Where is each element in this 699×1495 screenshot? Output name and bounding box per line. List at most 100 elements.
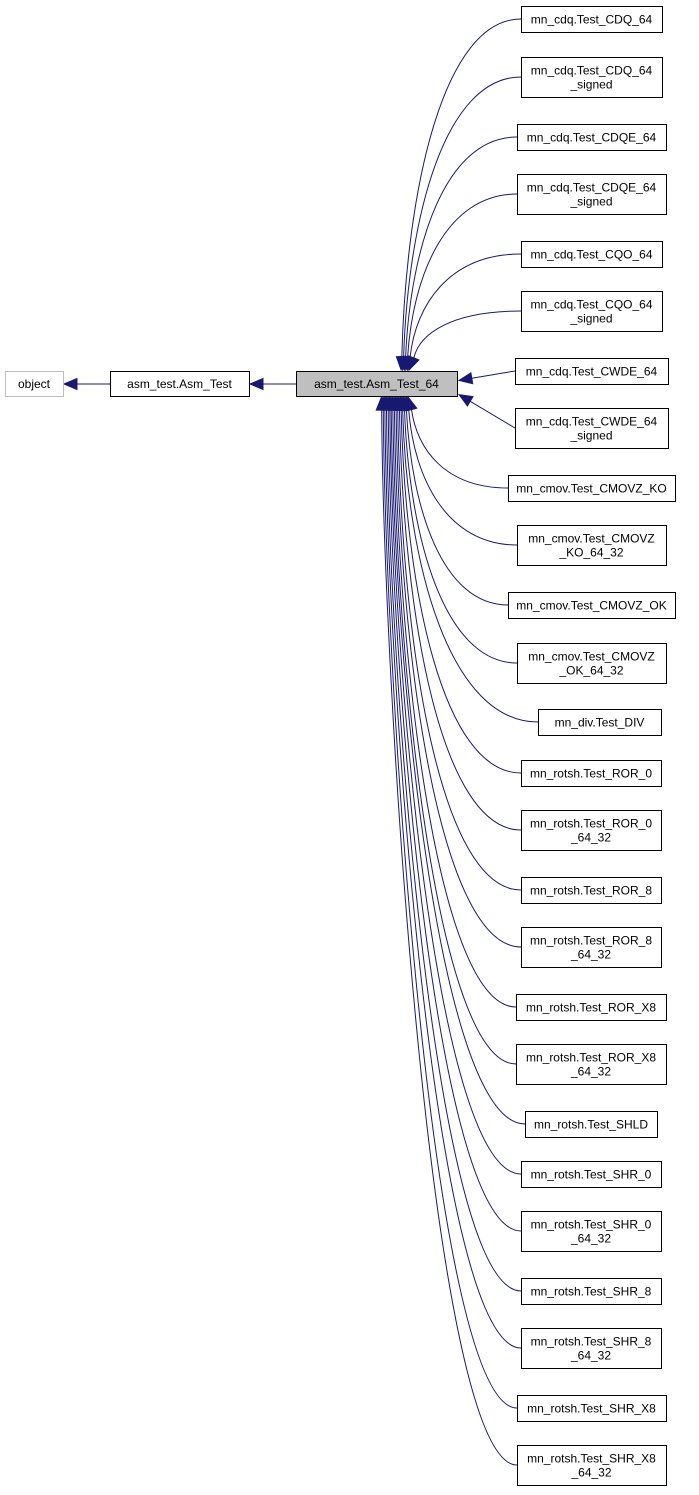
class-box <box>508 592 676 619</box>
class-node-cqo-64-signed[interactable]: mn_cdq.Test_CQO_64_signed <box>521 291 663 332</box>
class-node-object[interactable]: object <box>5 371 64 397</box>
edge-cmovz-ko-64-32 <box>408 409 518 546</box>
class-node-ror-0[interactable]: mn_rotsh.Test_ROR_0 <box>521 760 662 787</box>
class-box <box>517 525 667 566</box>
class-box <box>521 1211 662 1252</box>
class-box <box>515 408 669 449</box>
class-name-line: mn_div.Test_DIV <box>555 716 645 730</box>
edge-cdqe-64 <box>405 136 518 358</box>
class-node-cmovz-ko[interactable]: mn_cmov.Test_CMOVZ_KO <box>508 475 676 502</box>
class-name-line: _signed <box>569 312 612 326</box>
edge-shr-8-64-32 <box>384 409 522 1349</box>
class-box <box>296 371 458 397</box>
edge-shr-0 <box>389 409 522 1175</box>
class-name-line: mn_rotsh.Test_ROR_0 <box>530 767 652 781</box>
class-name-line: mn_rotsh.Test_ROR_8 <box>530 934 652 948</box>
inheritance-edges <box>62 18 539 1466</box>
class-node-cmovz-ok-64-32[interactable]: mn_cmov.Test_CMOVZ_OK_64_32 <box>517 643 667 684</box>
class-name-line: mn_rotsh.Test_SHR_X8 <box>527 1402 656 1416</box>
class-node-shr-8[interactable]: mn_rotsh.Test_SHR_8 <box>521 1278 662 1305</box>
edge-cwde-64 <box>471 370 516 379</box>
class-box <box>517 1445 667 1486</box>
class-node-asm-test-64[interactable]: asm_test.Asm_Test_64 <box>296 371 458 397</box>
class-box <box>521 927 662 968</box>
edge-cwde-64-signed <box>469 400 516 429</box>
class-name-line: _signed <box>569 429 612 443</box>
class-node-cdq-64-signed[interactable]: mn_cdq.Test_CDQ_64_signed <box>521 57 663 98</box>
class-node-cdqe-64-signed[interactable]: mn_cdq.Test_CDQE_64_signed <box>517 174 667 215</box>
class-name-line: mn_rotsh.Test_ROR_X8 <box>526 1051 656 1065</box>
edge-cmovz-ok <box>405 409 509 606</box>
class-node-ror-x8[interactable]: mn_rotsh.Test_ROR_X8 <box>516 994 667 1021</box>
class-name-line: mn_rotsh.Test_SHR_0 <box>531 1168 652 1182</box>
class-box <box>538 709 662 736</box>
class-node-cdqe-64[interactable]: mn_cdq.Test_CDQE_64 <box>517 124 667 151</box>
class-node-ror-8-64-32[interactable]: mn_rotsh.Test_ROR_8_64_32 <box>521 927 662 968</box>
class-node-cqo-64[interactable]: mn_cdq.Test_CQO_64 <box>521 241 663 268</box>
class-node-cwde-64-signed[interactable]: mn_cdq.Test_CWDE_64_signed <box>515 408 669 449</box>
class-node-cdq-64[interactable]: mn_cdq.Test_CDQ_64 <box>521 6 663 33</box>
edge-ror-x8-64-32 <box>392 409 517 1065</box>
edge-cwde_64_signed-arrowhead <box>457 393 474 407</box>
class-name-line: _OK_64_32 <box>558 664 623 678</box>
class-name-line: mn_rotsh.Test_SHR_8 <box>531 1335 652 1349</box>
class-box <box>516 1044 667 1085</box>
edge-cqo_64_signed-arrowhead <box>408 355 420 372</box>
class-name-line: _64_32 <box>570 1349 611 1363</box>
edge-shr-x8-64-32 <box>381 409 518 1466</box>
edge-shr-8 <box>386 409 522 1292</box>
class-node-shr-0[interactable]: mn_rotsh.Test_SHR_0 <box>521 1161 662 1188</box>
class-box <box>517 1395 667 1422</box>
class-node-shr-0-64-32[interactable]: mn_rotsh.Test_SHR_0_64_32 <box>521 1211 662 1252</box>
class-node-ror-8[interactable]: mn_rotsh.Test_ROR_8 <box>521 877 662 904</box>
class-node-cwde-64[interactable]: mn_cdq.Test_CWDE_64 <box>515 358 669 385</box>
class-name-line: _64_32 <box>570 1466 611 1480</box>
edge-ror-x8 <box>393 409 517 1008</box>
class-node-asm-test[interactable]: asm_test.Asm_Test <box>110 371 250 397</box>
class-node-shr-8-64-32[interactable]: mn_rotsh.Test_SHR_8_64_32 <box>521 1328 662 1369</box>
class-node-shr-x8[interactable]: mn_rotsh.Test_SHR_X8 <box>517 1395 667 1422</box>
class-name-line: mn_cdq.Test_CQO_64 <box>530 248 652 262</box>
class-box <box>5 371 64 397</box>
class-name-line: asm_test.Asm_Test <box>127 377 232 391</box>
edge-cdq-64-signed <box>403 76 522 358</box>
class-name-line: mn_cmov.Test_CMOVZ <box>528 650 654 664</box>
class-node-cmovz-ko-64-32[interactable]: mn_cmov.Test_CMOVZ_KO_64_32 <box>517 525 667 566</box>
class-name-line: mn_cmov.Test_CMOVZ <box>528 532 654 546</box>
edge-ror-0 <box>400 409 522 774</box>
class-box <box>521 760 662 787</box>
class-box <box>517 174 667 215</box>
edge-asm-test-to-object-arrowhead <box>62 377 78 391</box>
class-node-shr-x8-64-32[interactable]: mn_rotsh.Test_SHR_X8_64_32 <box>517 1445 667 1486</box>
class-name-line: _64_32 <box>570 1232 611 1246</box>
class-box <box>517 124 667 151</box>
class-name-line: _64_32 <box>570 948 611 962</box>
class-node-shld[interactable]: mn_rotsh.Test_SHLD <box>525 1111 658 1138</box>
class-box <box>521 6 663 33</box>
class-node-ror-0-64-32[interactable]: mn_rotsh.Test_ROR_0_64_32 <box>521 810 662 851</box>
class-name-line: mn_cdq.Test_CDQE_64 <box>527 181 657 195</box>
edge-cdq-64 <box>401 18 522 358</box>
edge-cqo-64 <box>409 253 522 358</box>
edge-cqo-64-signed <box>413 310 522 359</box>
class-box <box>110 371 250 397</box>
class-name-line: _signed <box>569 195 612 209</box>
class-node-div[interactable]: mn_div.Test_DIV <box>538 709 662 736</box>
edge-cmovz-ok-64-32 <box>404 409 518 664</box>
class-box <box>521 1161 662 1188</box>
class-name-line: _signed <box>569 78 612 92</box>
class-box <box>516 994 667 1021</box>
class-box <box>525 1111 658 1138</box>
edge-ror-0-64-32 <box>398 409 522 831</box>
class-box <box>508 475 676 502</box>
edge-ror-8-64-32 <box>395 409 522 948</box>
class-node-ror-x8-64-32[interactable]: mn_rotsh.Test_ROR_X8_64_32 <box>516 1044 667 1085</box>
edge-asm-test-64-to-asm-test-arrowhead <box>248 377 264 391</box>
class-name-line: mn_cdq.Test_CDQE_64 <box>527 131 657 145</box>
class-name-line: mn_cdq.Test_CQO_64 <box>530 298 652 312</box>
class-name-line: mn_rotsh.Test_SHR_8 <box>531 1285 652 1299</box>
class-box <box>521 291 663 332</box>
class-box <box>521 1278 662 1305</box>
class-node-cmovz-ok[interactable]: mn_cmov.Test_CMOVZ_OK <box>508 592 676 619</box>
